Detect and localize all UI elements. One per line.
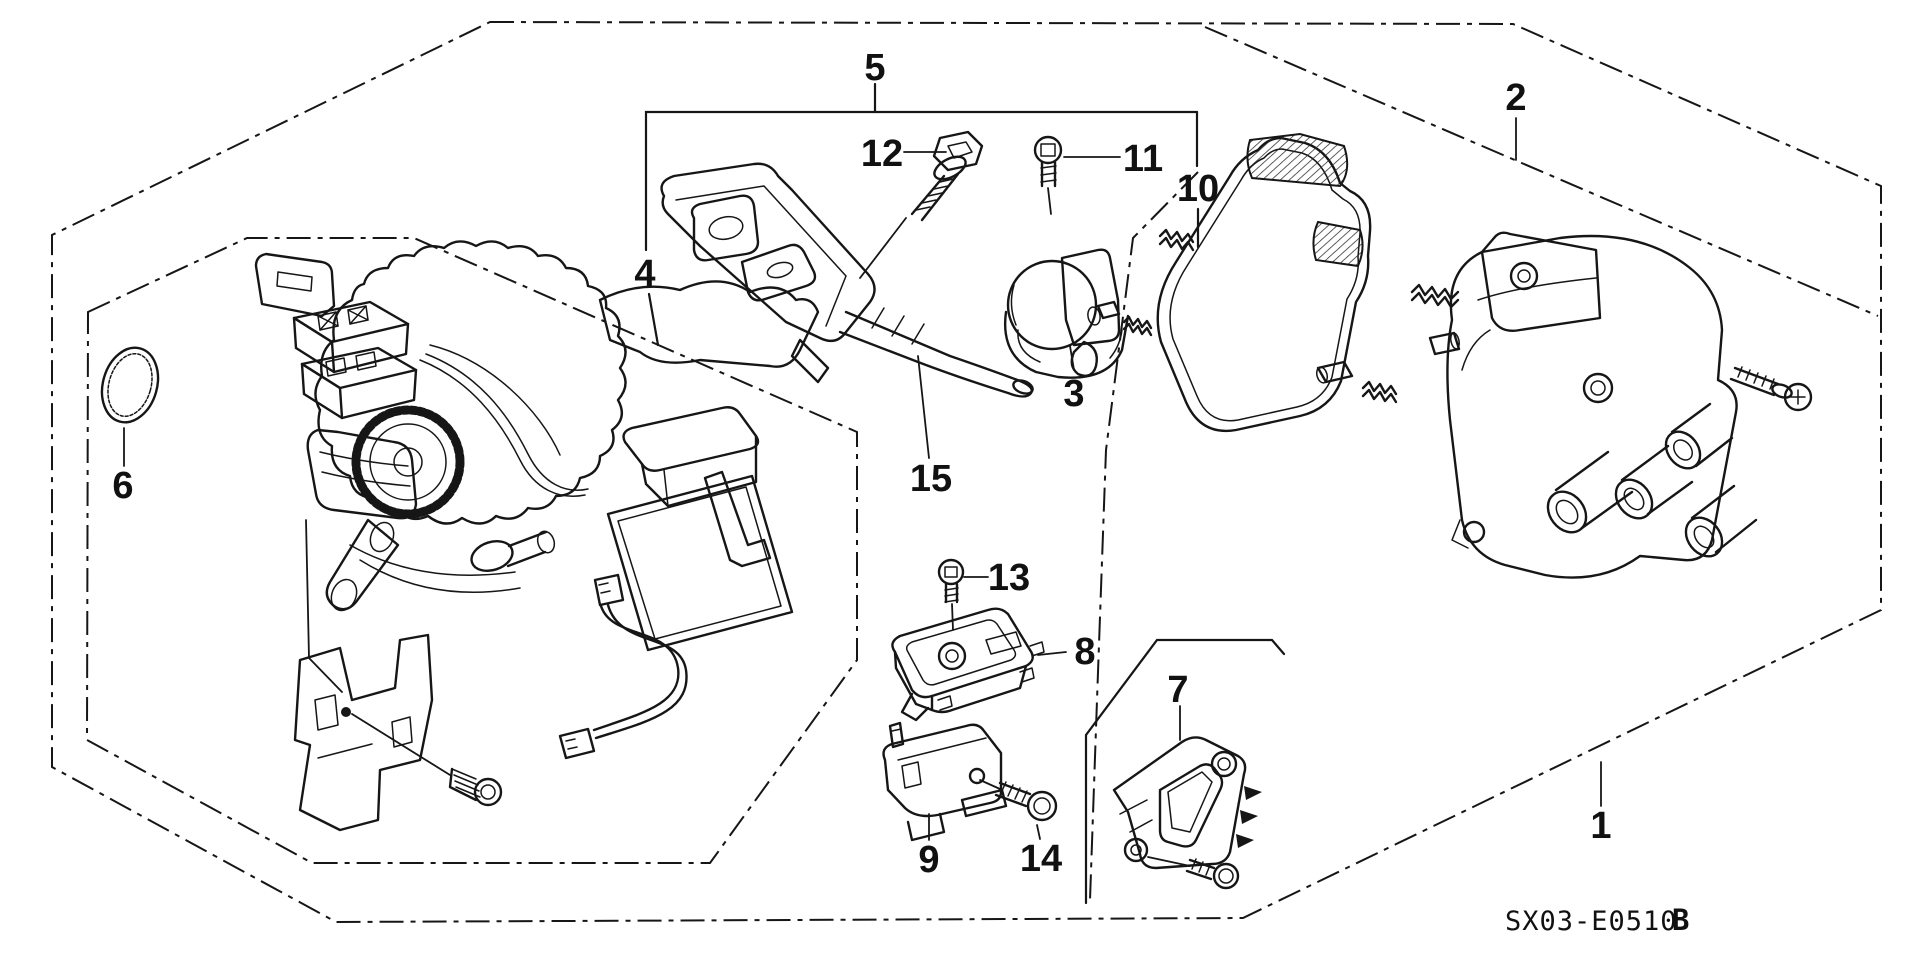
cap-tower-2 [1614, 444, 1694, 520]
diagram-code-suffix: B [1672, 903, 1689, 937]
diagram-code: SX03-E0510 B [1505, 903, 1689, 937]
part-label-13: 13 [988, 557, 1030, 599]
igniter-bracket-drawing [882, 721, 1008, 842]
diagram-code-text: SX03-E0510 [1505, 906, 1678, 937]
screw-13-drawing [937, 558, 965, 604]
assembly-boundary-outer [51, 20, 1882, 924]
part-label-7: 7 [1167, 669, 1188, 711]
part-label-11: 11 [1123, 138, 1163, 180]
mounting-bracket-lower-drawing [293, 633, 434, 832]
leader-lines [123, 117, 1602, 867]
cap-subassembly-boundary [1089, 26, 1879, 901]
part-label-14: 14 [1020, 838, 1062, 880]
part-label-4: 4 [634, 253, 655, 295]
part-number-labels: 1 2 3 4 5 6 7 8 9 10 11 12 13 14 15 [112, 47, 1611, 881]
bolt-12-drawing [910, 130, 984, 222]
cap-seal-drawing [1156, 132, 1372, 433]
part-label-15: 15 [910, 458, 952, 500]
igniter-unit-drawing [891, 607, 1045, 722]
part-label-12: 12 [861, 133, 903, 175]
housing-screw-drawing [448, 767, 503, 807]
cap-screw-drawing [1729, 366, 1813, 412]
screw-14-drawing [994, 781, 1058, 822]
bolt-11-drawing [1033, 135, 1063, 188]
connector-housing-drawing [1112, 736, 1262, 870]
connector-screw-drawing [1185, 858, 1240, 890]
part-label-3: 3 [1063, 373, 1084, 415]
cap-tower-3 [1684, 484, 1758, 558]
leak-cover-drawing [606, 406, 794, 652]
part-label-9: 9 [918, 839, 939, 881]
part-label-8: 8 [1074, 631, 1095, 673]
part-label-1: 1 [1590, 805, 1611, 847]
contact-spring-set-drawing [1315, 283, 1461, 404]
lead-wire-drawing [558, 573, 688, 760]
distributor-cap-drawing [1446, 231, 1758, 579]
housing-subassembly-boundary [85, 237, 858, 864]
cap-tower-4 [1664, 402, 1734, 470]
o-ring-drawing [100, 346, 160, 424]
ignition-coil-drawing [660, 162, 1034, 398]
cap-spring-screws-drawing [1096, 228, 1195, 337]
rotor-drawing [1003, 248, 1130, 379]
part-label-2: 2 [1505, 77, 1526, 119]
part-label-5: 5 [864, 47, 885, 89]
group-7-bracket [1084, 638, 1286, 905]
part-label-6: 6 [112, 465, 133, 507]
part-label-10: 10 [1177, 168, 1219, 210]
cap-tower-1 [1546, 450, 1634, 534]
distributor-housing-drawing [254, 240, 820, 612]
